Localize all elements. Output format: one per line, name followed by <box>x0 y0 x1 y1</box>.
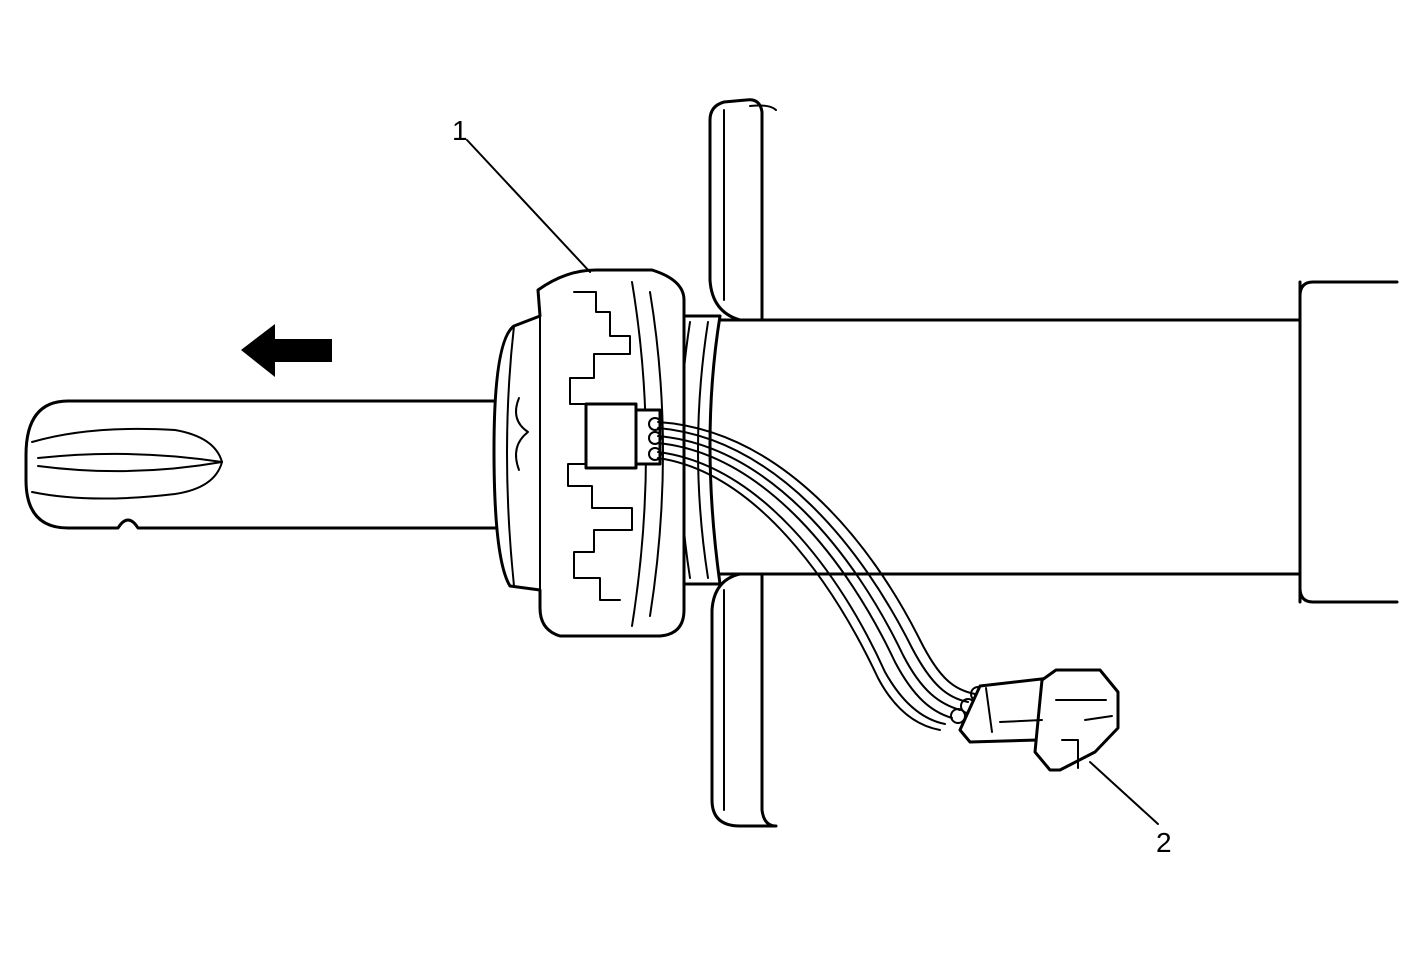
lower-tab <box>710 572 778 828</box>
callout-1-leader <box>466 139 591 273</box>
column-housing <box>698 280 1399 604</box>
harness-connector <box>950 668 1120 772</box>
wire-harness <box>657 421 976 731</box>
callout-1-label: 1 <box>452 115 468 146</box>
callout-2-label: 2 <box>1156 827 1172 858</box>
arrow-left-icon <box>241 324 332 377</box>
upper-tab <box>708 98 777 322</box>
steering-shaft <box>24 399 502 530</box>
callout-2-leader <box>1089 761 1159 825</box>
clockspring-coil <box>492 268 686 638</box>
